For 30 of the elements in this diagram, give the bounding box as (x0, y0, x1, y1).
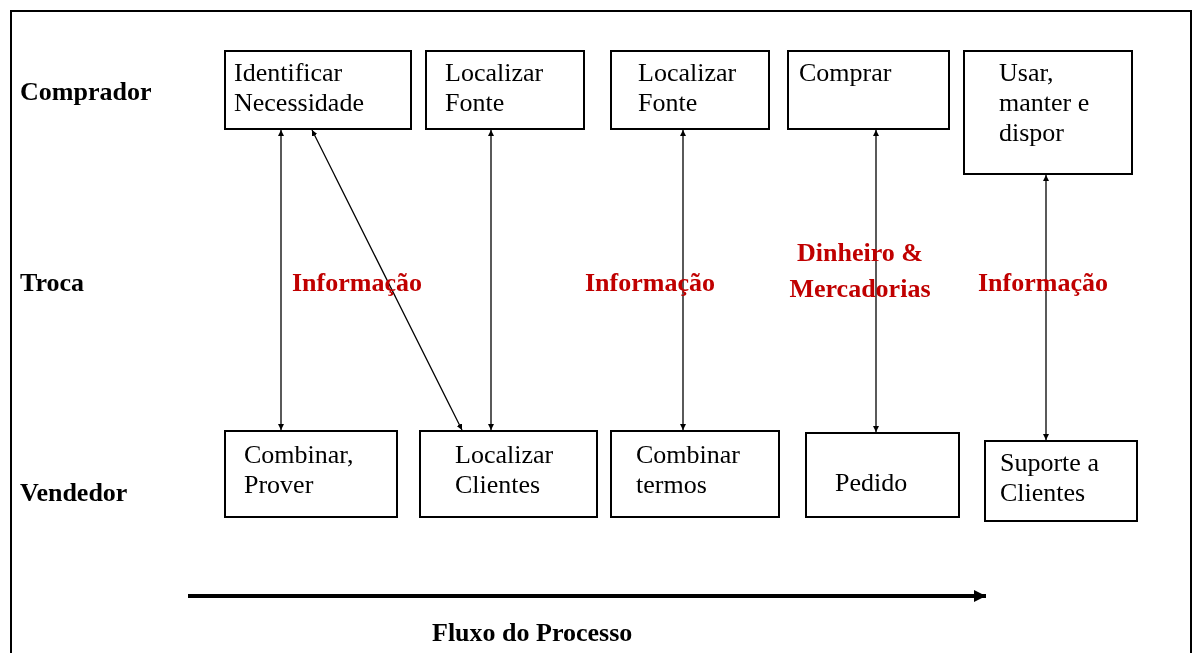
double-arrow (278, 129, 284, 431)
row-label: Vendedor (20, 477, 128, 509)
process-box (610, 430, 780, 518)
box-text: Comprar (799, 58, 893, 88)
box-text: Combinar termos (636, 440, 741, 500)
double-arrow (311, 129, 463, 431)
process-box (805, 432, 960, 518)
double-arrow (873, 129, 879, 433)
box-text: Combinar, Prover (244, 440, 355, 500)
box-text: Usar, manter e dispor (999, 58, 1091, 148)
double-arrow (488, 129, 494, 431)
row-label: Troca (20, 267, 85, 299)
process-box (984, 440, 1138, 522)
box-text: Localizar Fonte (638, 58, 738, 118)
box-text: Suporte a Clientes (1000, 448, 1100, 508)
process-box (787, 50, 950, 130)
double-arrow (1043, 174, 1049, 441)
process-box (425, 50, 585, 130)
box-text: Pedido (835, 468, 909, 498)
box-text: Localizar Fonte (445, 58, 545, 118)
row-label: Comprador (20, 76, 152, 108)
double-arrow (680, 129, 686, 431)
process-box (224, 50, 412, 130)
box-text: Localizar Clientes (455, 440, 555, 500)
process-box (419, 430, 598, 518)
process-box (224, 430, 398, 518)
process-box (610, 50, 770, 130)
process-box (963, 50, 1133, 175)
axis-label: Fluxo do Processo (432, 617, 633, 649)
box-text: Identificar Necessidade (234, 58, 365, 118)
